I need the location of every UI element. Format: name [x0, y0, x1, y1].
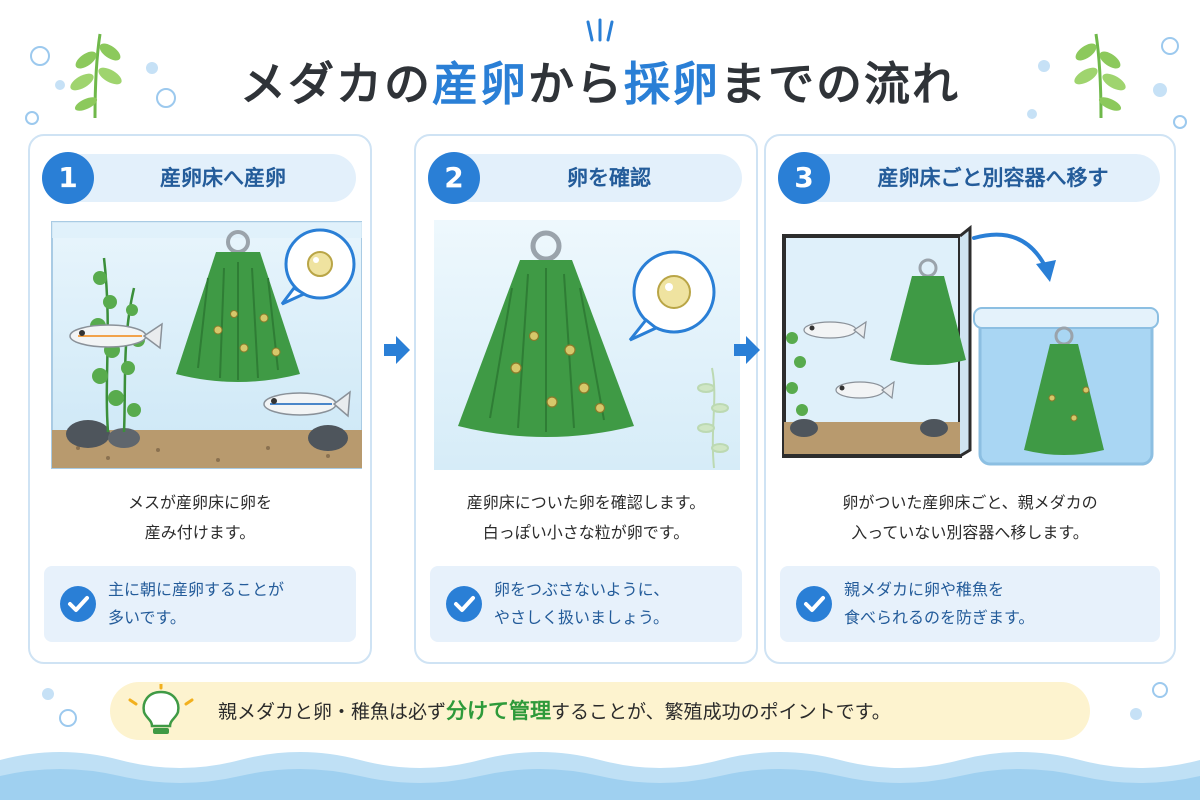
lightbulb-icon: [128, 684, 194, 734]
egg-check-illustration: [434, 220, 740, 470]
step-header: 2 卵を確認: [428, 152, 742, 204]
tip-box: 親メダカに卵や稚魚を 食べられるのを防ぎます。: [780, 566, 1160, 642]
title-text: メダカの: [240, 57, 432, 111]
check-circle-icon: [60, 586, 96, 622]
transfer-container-illustration: [782, 224, 1159, 466]
medaka-fish: [69, 322, 163, 350]
title-text: から: [528, 57, 624, 111]
water-waves-decoration: [0, 752, 1200, 800]
tip-line: 主に朝に産卵することが: [108, 580, 285, 599]
arrow-right-icon: [384, 336, 410, 364]
tip-box: 主に朝に産卵することが 多いです。: [44, 566, 356, 642]
step-title: 卵を確認: [567, 166, 651, 190]
step-description: 産卵床についた卵を確認します。 白っぽい小さな粒が卵です。: [430, 488, 742, 548]
description-line: 産卵床についた卵を確認します。: [466, 493, 706, 512]
description-line: 入っていない別容器へ移します。: [851, 523, 1089, 542]
leaf-left-icon: [70, 33, 122, 119]
step-number-badge: 1: [42, 152, 94, 204]
sparkle-icon: [586, 18, 614, 42]
step-card-3: 3 産卵床ごと別容器へ移す: [764, 134, 1176, 664]
footer-text-part: 親メダカと卵・稚魚は必ず: [218, 701, 447, 723]
bubbles-bottom-right-decoration: [1130, 682, 1168, 720]
water-plant: [697, 367, 729, 469]
medaka-fish: [263, 390, 351, 418]
footer-text: 親メダカと卵・稚魚は必ず分けて管理することが、繁殖成功のポイントです。: [218, 682, 1070, 740]
aquarium-spawning-illustration: [51, 221, 362, 469]
medaka-fish: [835, 380, 895, 400]
step-description: 卵がついた産卵床ごと、親メダカの 入っていない別容器へ移します。: [780, 488, 1160, 548]
tip-line: 親メダカに卵や稚魚を: [844, 580, 1005, 599]
step-card-1: 1 産卵床へ産卵: [28, 134, 372, 664]
title-highlight: 産卵: [432, 57, 528, 111]
step-card-2: 2 卵を確認 産卵床についた卵を確認します。: [414, 134, 758, 664]
bubbles-right-decoration: [1027, 37, 1187, 129]
description-line: 産み付けます。: [144, 523, 256, 542]
title-text: までの流れ: [720, 57, 960, 111]
tip-text: 親メダカに卵や稚魚を 食べられるのを防ぎます。: [844, 576, 1152, 632]
description-line: 卵がついた産卵床ごと、親メダカの: [842, 493, 1098, 512]
tip-box: 卵をつぶさないように、 やさしく扱いましょう。: [430, 566, 742, 642]
tip-line: やさしく扱いましょう。: [494, 608, 670, 627]
step-number-badge: 3: [778, 152, 830, 204]
tip-text: 卵をつぶさないように、 やさしく扱いましょう。: [494, 576, 734, 632]
step-title: 産卵床へ産卵: [160, 166, 286, 190]
step-description: メスが産卵床に卵を 産み付けます。: [44, 488, 356, 548]
footer-highlight: 分けて管理: [446, 699, 552, 723]
tip-line: 多いです。: [108, 608, 186, 627]
step-number-badge: 2: [428, 152, 480, 204]
medaka-fish: [803, 320, 867, 340]
step-header: 3 産卵床ごと別容器へ移す: [778, 152, 1160, 204]
title-highlight: 採卵: [624, 57, 720, 111]
tip-line: 食べられるのを防ぎます。: [844, 608, 1035, 627]
step-title: 産卵床ごと別容器へ移す: [877, 166, 1109, 190]
bubbles-left-decoration: [25, 46, 176, 125]
description-line: メスが産卵床に卵を: [127, 493, 272, 512]
footer-tip-banner: 親メダカと卵・稚魚は必ず分けて管理することが、繁殖成功のポイントです。: [110, 682, 1090, 740]
footer-text-part: することが、繁殖成功のポイントです。: [551, 701, 891, 723]
leaf-right-icon: [1074, 33, 1126, 119]
arrow-right-icon: [734, 336, 760, 364]
tip-text: 主に朝に産卵することが 多いです。: [108, 576, 348, 632]
step-header: 1 産卵床へ産卵: [42, 152, 356, 204]
tip-line: 卵をつぶさないように、: [494, 580, 670, 599]
bubbles-bottom-left-decoration: [42, 688, 77, 727]
description-line: 白っぽい小さな粒が卵です。: [482, 523, 690, 542]
check-circle-icon: [796, 586, 832, 622]
check-circle-icon: [446, 586, 482, 622]
page-title: メダカの産卵から採卵までの流れ: [0, 48, 1200, 114]
